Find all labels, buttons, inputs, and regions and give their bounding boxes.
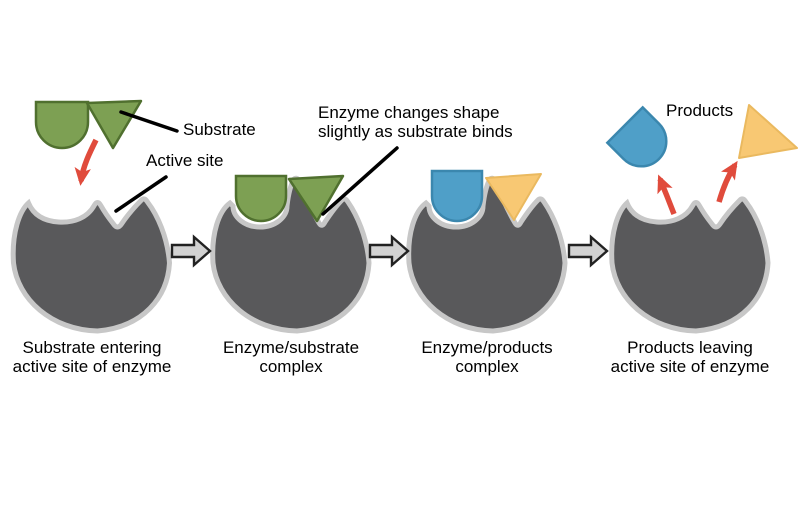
- shape-change-pointer-line: [321, 146, 399, 216]
- released-product-triangle-piece: [738, 104, 798, 159]
- step-4-caption: Products leaving active site of enzyme: [590, 338, 790, 376]
- step-4-caption-line2: active site of enzyme: [610, 357, 770, 376]
- active-site-pointer-line: [114, 175, 168, 213]
- products-label: Products: [666, 101, 734, 120]
- bound-substrate-round-piece: [234, 174, 288, 223]
- step-2-caption: Enzyme/substrate complex: [191, 338, 391, 376]
- substrate-entry-arrow-icon: [74, 138, 99, 186]
- active-site-label: Active site: [146, 151, 224, 170]
- released-product-round-piece: [605, 105, 668, 168]
- enzyme-1-open: [13, 199, 169, 331]
- step-3-caption: Enzyme/products complex: [387, 338, 587, 376]
- bound-product-round-piece: [430, 169, 484, 223]
- bound-substrate-triangle-piece: [287, 174, 345, 223]
- substrate-round-piece: [34, 100, 90, 150]
- transition-arrow-icon-3: [567, 235, 609, 267]
- enzyme-4-open: [612, 199, 768, 331]
- shape-change-note-line1: Enzyme changes shape: [318, 103, 500, 122]
- substrate-pointer-line: [119, 110, 179, 133]
- step-2-caption-line1: Enzyme/substrate: [222, 338, 360, 357]
- substrate-label: Substrate: [183, 120, 256, 139]
- step-2-caption-line2: complex: [259, 357, 323, 376]
- shape-change-note-line2: slightly as substrate binds: [318, 122, 513, 141]
- step-3-caption-line1: Enzyme/products: [421, 338, 553, 357]
- step-1-caption-line1: Substrate entering: [22, 338, 162, 357]
- product-release-arrow-right-icon: [716, 160, 738, 203]
- step-1-caption-line2: active site of enzyme: [12, 357, 172, 376]
- bound-product-triangle-piece: [485, 173, 542, 221]
- product-release-arrow-left-icon: [657, 174, 677, 215]
- step-3-caption-line2: complex: [455, 357, 519, 376]
- step-1-caption: Substrate entering active site of enzyme: [0, 338, 192, 376]
- transition-arrow-icon-2: [368, 235, 410, 267]
- transition-arrow-icon-1: [170, 235, 212, 267]
- step-4-caption-line1: Products leaving: [627, 338, 753, 357]
